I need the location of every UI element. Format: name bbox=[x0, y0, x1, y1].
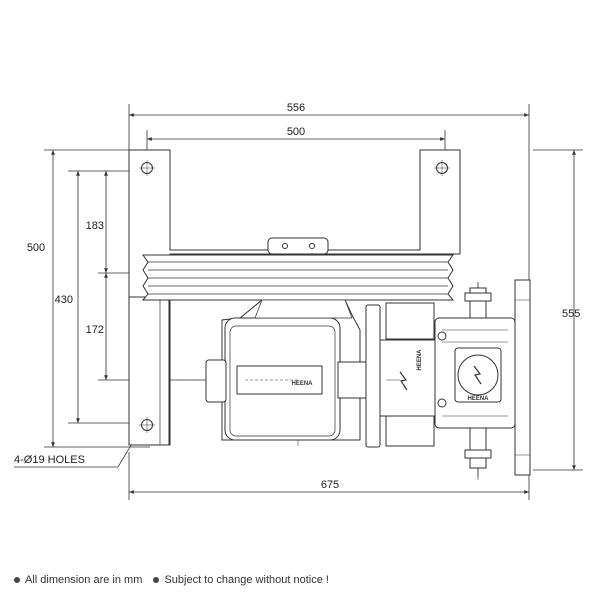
gearbox bbox=[205, 299, 361, 441]
dim-hole-to-pulley: 183 bbox=[86, 220, 104, 232]
motor-housing bbox=[337, 302, 436, 448]
brake-assembly bbox=[434, 282, 516, 478]
gearbox-brand-label: HEENA bbox=[291, 381, 313, 387]
note-change: Subject to change without notice ! bbox=[164, 574, 329, 586]
brake-brand-label: HEENA bbox=[467, 396, 489, 402]
end-flange bbox=[514, 279, 531, 476]
dim-overall-length: 675 bbox=[321, 479, 339, 491]
mounting-hole bbox=[139, 160, 155, 176]
footnotes: All dimension are in mm Subject to chang… bbox=[14, 574, 329, 586]
dim-overall-width: 556 bbox=[287, 102, 305, 114]
dim-flange-height: 555 bbox=[562, 308, 580, 320]
pulley-hub bbox=[267, 237, 329, 255]
dim-bracket-span: 500 bbox=[287, 126, 305, 138]
dim-hole-span: 430 bbox=[55, 294, 73, 306]
traction-pulley bbox=[141, 254, 455, 301]
gearbox-nameplate bbox=[236, 365, 323, 395]
mounting-hole bbox=[434, 160, 450, 176]
bullet-icon bbox=[153, 577, 160, 584]
holes-callout: 4-Ø19 HOLES bbox=[14, 454, 85, 466]
machine bbox=[128, 149, 531, 478]
mounting-hole bbox=[139, 417, 155, 433]
motor-brand-label: HEENA bbox=[417, 349, 423, 371]
dim-pulley-to-shaft: 172 bbox=[86, 324, 104, 336]
note-units: All dimension are in mm bbox=[25, 574, 143, 586]
bullet-icon bbox=[14, 577, 20, 584]
dim-overall-height: 500 bbox=[27, 242, 45, 254]
